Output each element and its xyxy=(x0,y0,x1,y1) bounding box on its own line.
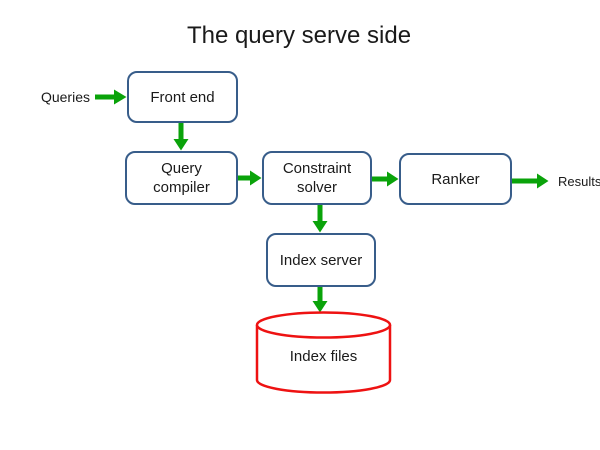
arrow-constraint-solver-to-index-server xyxy=(312,205,328,233)
node-front-end-label: Front end xyxy=(150,88,215,106)
arrow-constraint-solver-to-ranker xyxy=(372,171,399,187)
datastore-index-files xyxy=(255,311,392,394)
node-constraint-solver-label: Constraint solver xyxy=(282,160,352,196)
node-front-end: Front end xyxy=(127,71,238,123)
arrow-down-icon xyxy=(312,287,328,313)
diagram-title: The query serve side xyxy=(186,22,412,49)
arrow-queries-to-front-end xyxy=(95,89,127,105)
arrow-right-icon xyxy=(95,89,127,105)
node-index-files-label: Index files xyxy=(289,348,358,365)
node-ranker-label: Ranker xyxy=(431,170,480,188)
input-label-queries: Queries xyxy=(40,89,90,105)
node-query-compiler: Query compiler xyxy=(125,151,238,205)
arrow-index-server-to-index-files xyxy=(312,287,328,313)
node-ranker: Ranker xyxy=(399,153,512,205)
arrow-right-icon xyxy=(238,170,262,186)
arrow-right-icon xyxy=(372,171,399,187)
cylinder-top xyxy=(255,311,392,339)
node-index-server: Index server xyxy=(266,233,376,287)
output-label-results: Results xyxy=(558,174,600,189)
node-query-compiler-label: Query compiler xyxy=(153,160,210,196)
cylinder-body xyxy=(255,325,392,394)
node-constraint-solver: Constraint solver xyxy=(262,151,372,205)
arrow-down-icon xyxy=(173,123,189,151)
arrow-front-end-to-query-compiler xyxy=(173,123,189,151)
arrow-ranker-to-results xyxy=(512,173,549,189)
arrow-query-compiler-to-constraint-solver xyxy=(238,170,262,186)
arrow-right-icon xyxy=(512,173,549,189)
node-index-server-label: Index server xyxy=(279,251,363,269)
arrow-down-icon xyxy=(312,205,328,233)
